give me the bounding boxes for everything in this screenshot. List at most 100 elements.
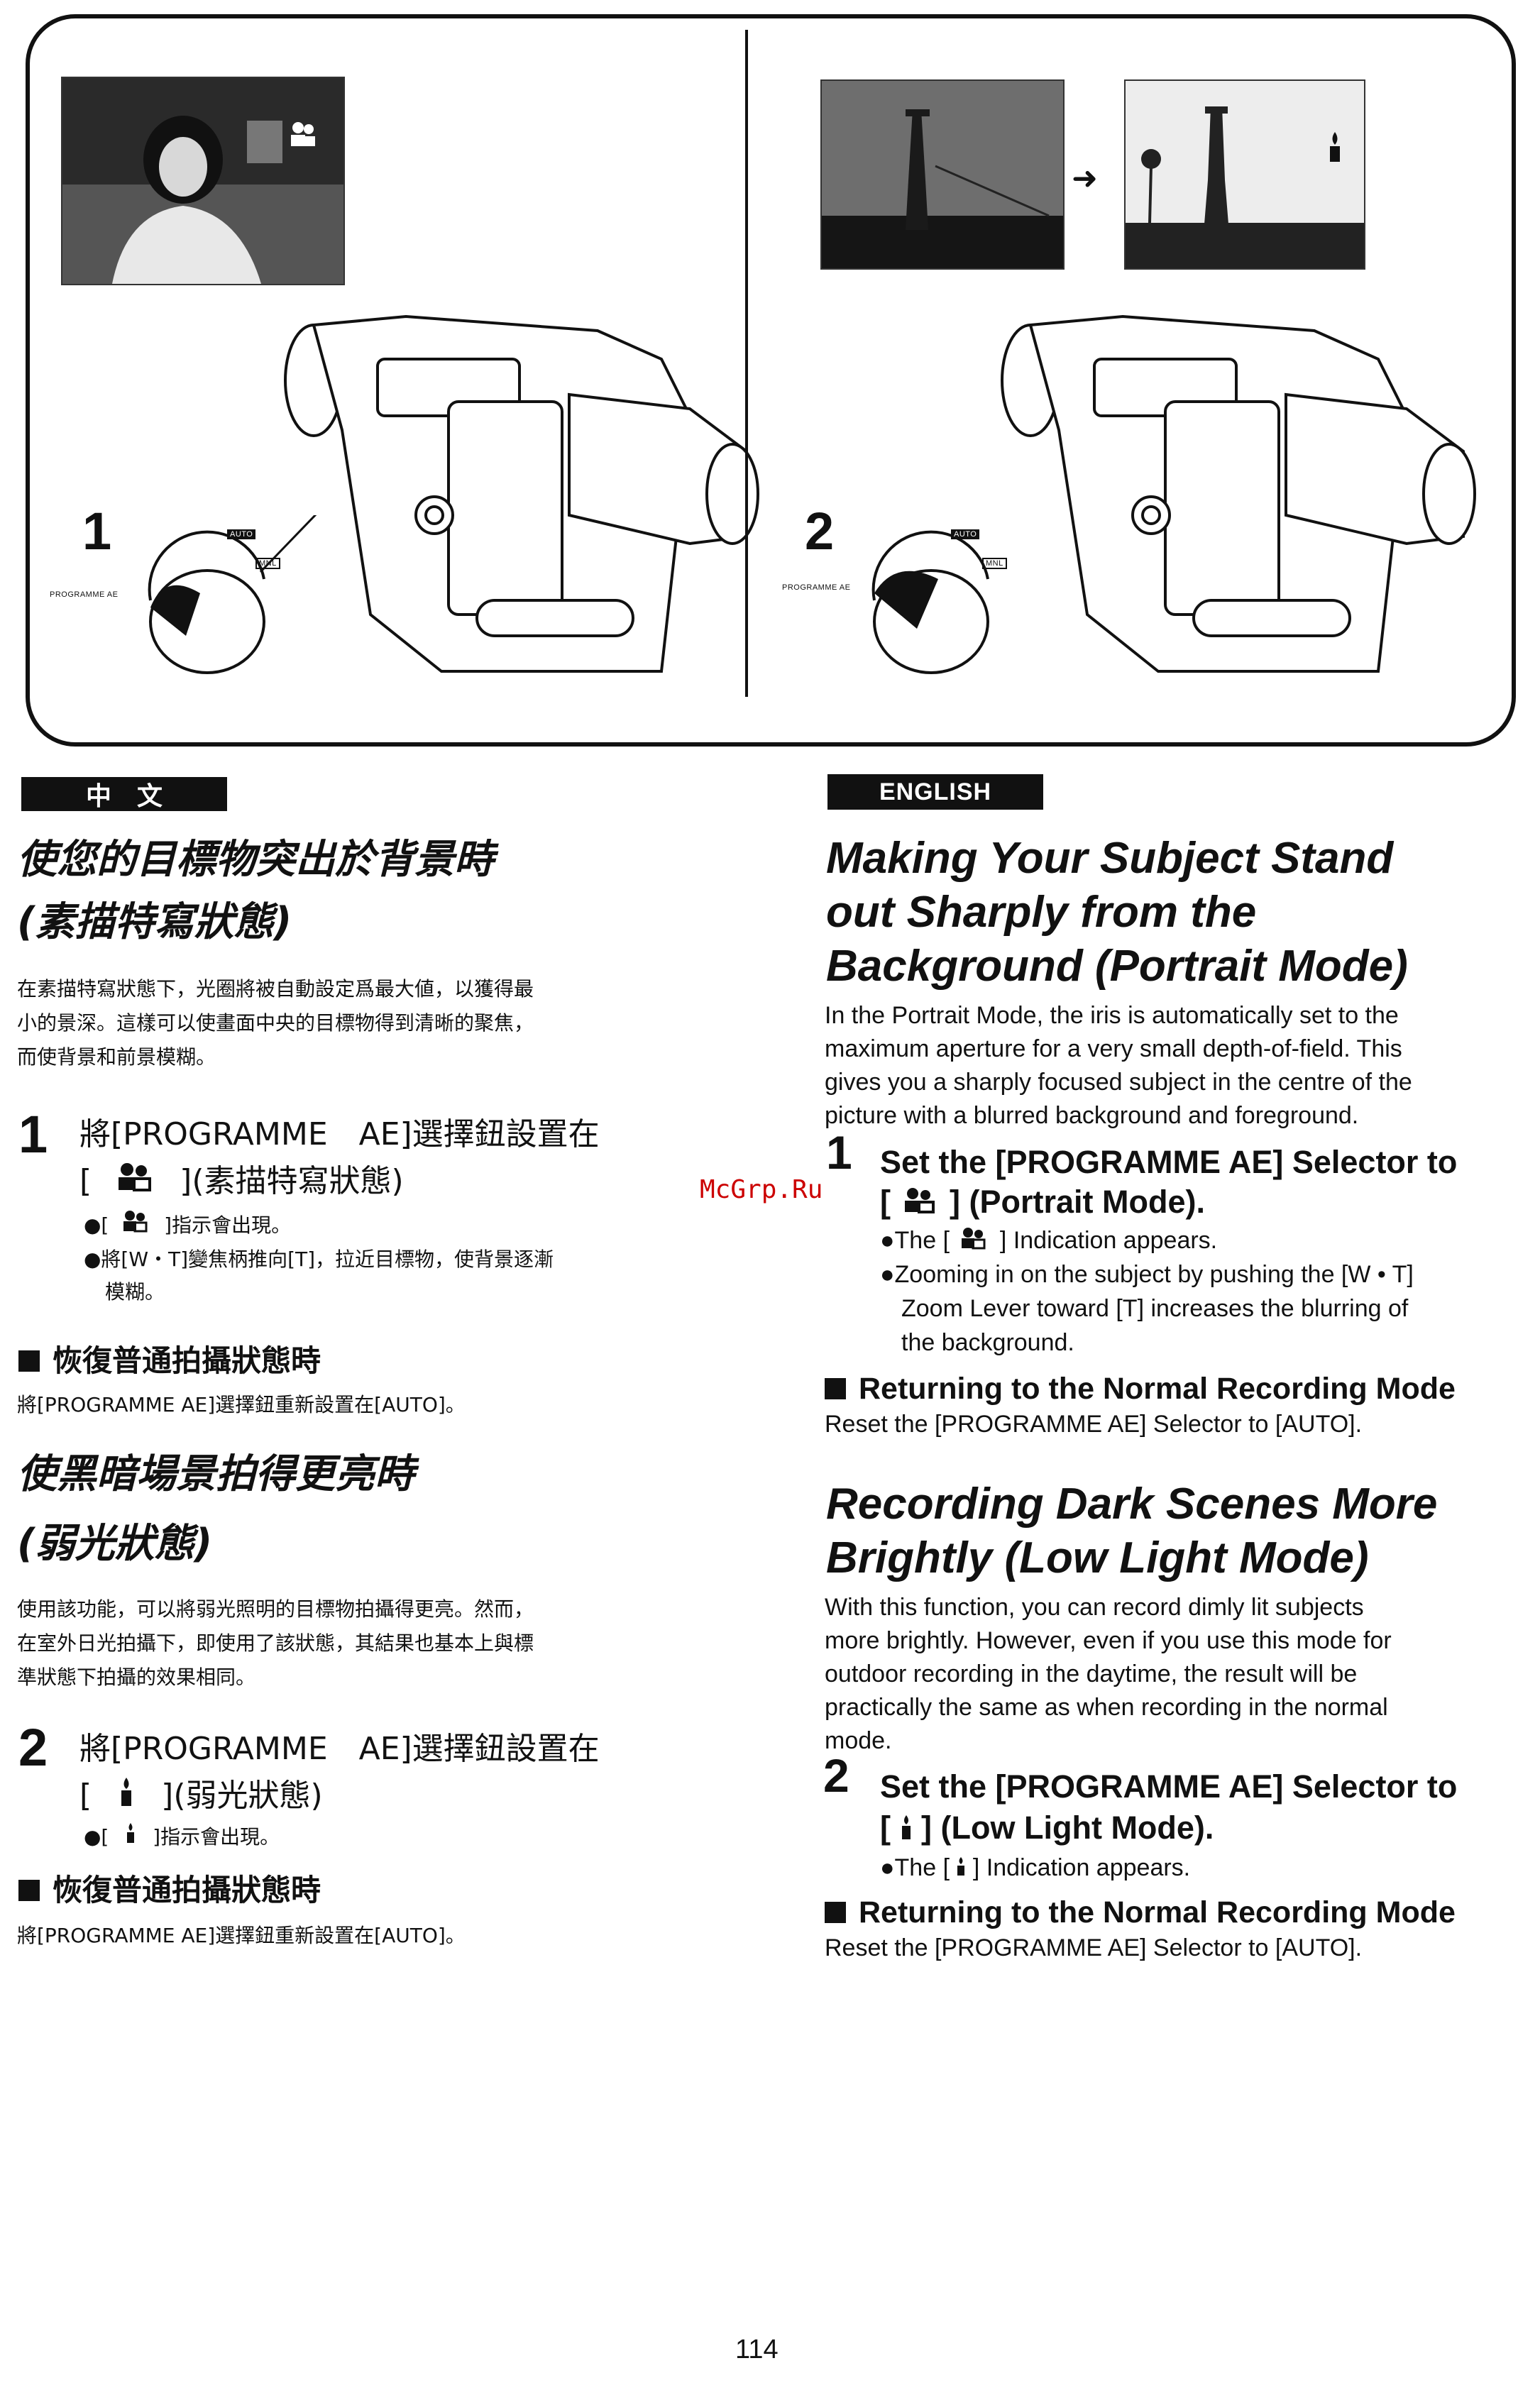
dial-2	[871, 530, 989, 674]
zh-return-body-1: 將[PROGRAMME AE]選擇鈕重新設置在[AUTO]。	[17, 1393, 466, 1416]
en-step-1-line-2: [ ] (Portrait Mode).	[880, 1182, 1205, 1224]
low-light-mode-icon	[1326, 131, 1344, 163]
zh-step-1-line-2: [ ](素描特寫狀態)	[79, 1160, 404, 1205]
english-section-badge: ENGLISH	[827, 774, 1043, 810]
zh-body-1-line-3: 而使背景和前景模糊。	[17, 1045, 216, 1069]
en-title-2-line-1: Recording Dark Scenes More	[826, 1480, 1438, 1529]
zh-step-2-bullet-1-post: ]指示會出現。	[153, 1825, 280, 1849]
en-title-1-line-2: out Sharply from the	[826, 888, 1257, 937]
tower-photo-before	[820, 79, 1065, 270]
zh-step-2-number: 2	[18, 1718, 48, 1777]
zh-return-heading-1: 恢復普通拍攝狀態時	[18, 1341, 321, 1381]
en-body-2-line-1: With this function, you can record dimly…	[825, 1594, 1364, 1621]
zh-step-2-bracket-open: [	[79, 1778, 92, 1814]
en-body-1-line-2: maximum aperture for a very small depth-…	[825, 1035, 1402, 1062]
en-step-2-bullet-1: ●The [ ] Indication appears.	[880, 1851, 1190, 1886]
dial-2-manual-label: MNL	[982, 558, 1007, 569]
en-body-1-line-4: picture with a blurred background and fo…	[825, 1102, 1359, 1129]
zh-step-1-mode-name: ](素描特寫狀態)	[180, 1163, 404, 1199]
chinese-section-badge: 中 文	[21, 777, 227, 811]
portrait-icon	[903, 1184, 938, 1224]
zh-body-1-line-1: 在素描特寫狀態下，光圈將被自動設定爲最大値，以獲得最	[17, 977, 534, 1001]
tower-scene-bright	[1126, 81, 1364, 268]
en-step-2-mode-name: ] (Low Light Mode).	[921, 1810, 1214, 1846]
en-return-body-1: Reset the [PROGRAMME AE] Selector to [AU…	[825, 1411, 1363, 1438]
en-title-2-line-2: Brightly (Low Light Mode)	[826, 1533, 1369, 1582]
square-bullet-icon	[18, 1879, 40, 1901]
panel-1-number: 1	[82, 502, 112, 561]
zh-step-1-bullet-2-line-1: ●將[W・T]變焦柄推向[T]，拉近目標物，使背景逐漸	[84, 1248, 554, 1271]
en-step-2-number: 2	[823, 1749, 849, 1802]
en-return-heading-2-text: Returning to the Normal Recording Mode	[859, 1895, 1456, 1929]
en-step-1-mode-name: ] (Portrait Mode).	[950, 1184, 1206, 1220]
zh-body-2-line-3: 準狀態下拍攝的效果相同。	[17, 1665, 256, 1689]
dial-1	[148, 515, 317, 674]
zh-title-1-line-1: 使您的目標物突出於背景時	[17, 837, 494, 883]
en-body-1-line-1: In the Portrait Mode, the iris is automa…	[825, 1002, 1399, 1029]
en-title-1-line-3: Background (Portrait Mode)	[826, 942, 1408, 991]
en-return-heading-2: Returning to the Normal Recording Mode	[825, 1893, 1456, 1932]
portrait-photo	[61, 77, 345, 285]
zh-step-1-bullet-1: ●[ ]指示會出現。	[84, 1209, 291, 1243]
zh-step-1-bullet-1-pre: ●[	[84, 1213, 109, 1237]
zh-return-body-2: 將[PROGRAMME AE]選擇鈕重新設置在[AUTO]。	[17, 1924, 466, 1947]
low-light-icon	[119, 1775, 134, 1819]
dial-1-manual-label: MNL	[255, 558, 280, 569]
dial-2-auto-label: AUTO	[951, 529, 980, 539]
zh-step-2-line-1: 將[PROGRAMME AE]選擇鈕設置在	[79, 1731, 600, 1767]
zh-step-2-bullet-1: ●[ ]指示會出現。	[84, 1821, 280, 1854]
en-title-1-line-1: Making Your Subject Stand	[826, 834, 1394, 883]
camcorder-illustration-1	[284, 314, 759, 673]
low-light-icon	[125, 1822, 136, 1854]
en-body-2-line-5: mode.	[825, 1727, 892, 1754]
en-body-1-line-3: gives you a sharply focused subject in t…	[825, 1069, 1412, 1096]
zh-step-1-bullet-2-line-2: 模糊。	[105, 1280, 165, 1304]
en-return-body-2: Reset the [PROGRAMME AE] Selector to [AU…	[825, 1934, 1363, 1961]
en-return-heading-1-text: Returning to the Normal Recording Mode	[859, 1372, 1456, 1406]
panel-2-number: 2	[805, 502, 835, 561]
zh-step-1-bullet-1-post: ]指示會出現。	[164, 1213, 292, 1237]
en-step-1-bracket-open: [	[880, 1184, 891, 1220]
portrait-mode-icon	[290, 121, 318, 150]
zh-step-1-line-1: 將[PROGRAMME AE]選擇鈕設置在	[79, 1116, 600, 1152]
portrait-icon	[116, 1161, 155, 1205]
zh-return-heading-1-text: 恢復普通拍攝狀態時	[53, 1343, 321, 1378]
en-body-2-line-3: outdoor recording in the daytime, the re…	[825, 1661, 1358, 1687]
tower-scene-dark	[822, 81, 1063, 268]
en-body-2-line-4: practically the same as when recording i…	[825, 1694, 1388, 1721]
en-step-1-line-1: Set the [PROGRAMME AE] Selector to	[880, 1144, 1458, 1180]
zh-step-2-bullet-1-pre: ●[	[84, 1825, 109, 1849]
watermark-text: McGrp.Ru	[700, 1175, 823, 1204]
en-step-1-bullet-1: ●The [ ] Indication appears.	[880, 1223, 1217, 1259]
en-step-2-bracket-open: [	[880, 1810, 891, 1846]
square-bullet-icon	[825, 1377, 846, 1399]
zh-step-2-line-2: [ ](弱光狀態)	[79, 1774, 323, 1819]
zh-body-2-line-2: 在室外日光拍攝下，即使用了該狀態，其結果也基本上與標	[17, 1631, 534, 1655]
zh-title-2-line-2: (弱光狀態)	[17, 1521, 213, 1567]
illustration-divider	[745, 30, 748, 697]
zh-step-1-bracket-open: [	[79, 1163, 92, 1199]
zh-return-heading-2-text: 恢復普通拍攝狀態時	[53, 1873, 321, 1907]
en-return-heading-1: Returning to the Normal Recording Mode	[825, 1370, 1456, 1408]
zh-title-2-line-1: 使黑暗場景拍得更亮時	[17, 1451, 414, 1497]
en-step-2-line-2: [ ] (Low Light Mode).	[880, 1808, 1214, 1850]
dial-1-auto-label: AUTO	[227, 529, 256, 539]
en-step-1-bullet-1-pre: ●The [	[880, 1227, 950, 1254]
zh-step-2-mode-name: ](弱光狀態)	[161, 1778, 323, 1814]
en-step-2-line-1: Set the [PROGRAMME AE] Selector to	[880, 1768, 1458, 1805]
en-body-2-line-2: more brightly. However, even if you use …	[825, 1627, 1392, 1654]
portrait-scene	[62, 78, 343, 284]
en-step-1-bullet-2-line-2: Zoom Lever toward [T] increases the blur…	[901, 1295, 1409, 1322]
en-step-1-number: 1	[826, 1126, 852, 1179]
zh-step-1-number: 1	[18, 1105, 48, 1164]
square-bullet-icon	[18, 1350, 40, 1372]
square-bullet-icon	[825, 1901, 846, 1923]
zh-title-1-line-2: (素描特寫狀態)	[17, 899, 292, 945]
zh-return-heading-2: 恢復普通拍攝狀態時	[18, 1871, 321, 1910]
tower-photo-after	[1124, 79, 1365, 270]
zh-body-1-line-2: 小的景深。這樣可以使畫面中央的目標物得到清晰的聚焦，	[17, 1011, 534, 1035]
low-light-icon	[956, 1852, 966, 1886]
zh-body-2-line-1: 使用該功能，可以將弱光照明的目標物拍攝得更亮。然而，	[17, 1597, 534, 1621]
camcorder-illustration-2	[1001, 314, 1476, 673]
portrait-icon	[960, 1225, 989, 1259]
